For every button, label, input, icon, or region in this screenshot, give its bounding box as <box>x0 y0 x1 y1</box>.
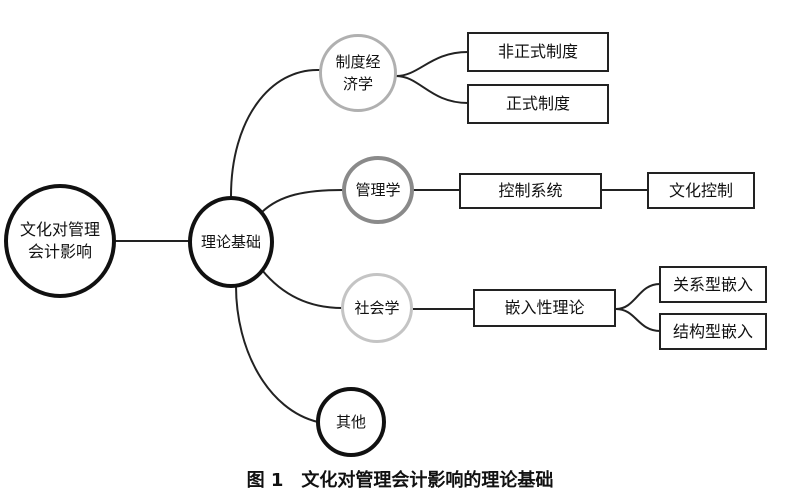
leaf-formal-institution: 正式制度 <box>467 84 609 124</box>
connector-hub-institutional <box>230 68 321 197</box>
leaf-cultural-control: 文化控制 <box>647 172 755 209</box>
leaf-informal-institution-label: 非正式制度 <box>497 42 578 61</box>
leaf-embeddedness-theory: 嵌入性理论 <box>473 289 616 327</box>
leaf-relational-embeddedness-label: 关系型嵌入 <box>672 274 753 294</box>
leaf-control-system-label: 控制系统 <box>498 181 563 200</box>
leaf-relational-embeddedness: 关系型嵌入 <box>659 266 767 303</box>
branch-other-label: 其他 <box>335 413 366 431</box>
hub-node: 理论基础 <box>188 196 274 288</box>
branch-sociology: 社会学 <box>341 273 413 343</box>
leaf-informal-institution: 非正式制度 <box>467 32 609 72</box>
connector-hub-management <box>261 189 344 213</box>
leaf-control-system: 控制系统 <box>459 173 602 209</box>
branch-management: 管理学 <box>342 156 414 224</box>
leaf-structural-embeddedness: 结构型嵌入 <box>659 313 767 350</box>
leaf-formal-institution-label: 正式制度 <box>505 94 570 113</box>
connector-institutional-informal <box>395 51 469 77</box>
leaf-cultural-control-label: 文化控制 <box>668 180 733 200</box>
leaf-embeddedness-theory-label: 嵌入性理论 <box>504 298 585 317</box>
connector-hub-sociology <box>261 269 343 309</box>
connector-embeddedness-structural <box>615 308 661 332</box>
branch-institutional-economics: 制度经济学 <box>319 34 397 112</box>
root-node: 文化对管理会计影响 <box>4 184 116 298</box>
branch-institutional-economics-label: 制度经济学 <box>335 53 381 93</box>
connector-institutional-formal <box>395 75 469 104</box>
leaf-structural-embeddedness-label: 结构型嵌入 <box>672 321 753 341</box>
connector-hub-other <box>235 285 319 423</box>
branch-other: 其他 <box>316 387 386 457</box>
root-node-label: 文化对管理会计影响 <box>19 220 100 261</box>
hub-node-label: 理论基础 <box>200 233 261 251</box>
figure-caption: 图 1 文化对管理会计影响的理论基础 <box>246 470 554 491</box>
branch-management-label: 管理学 <box>355 181 401 199</box>
connector-embeddedness-relational <box>615 283 661 310</box>
branch-sociology-label: 社会学 <box>354 299 400 317</box>
